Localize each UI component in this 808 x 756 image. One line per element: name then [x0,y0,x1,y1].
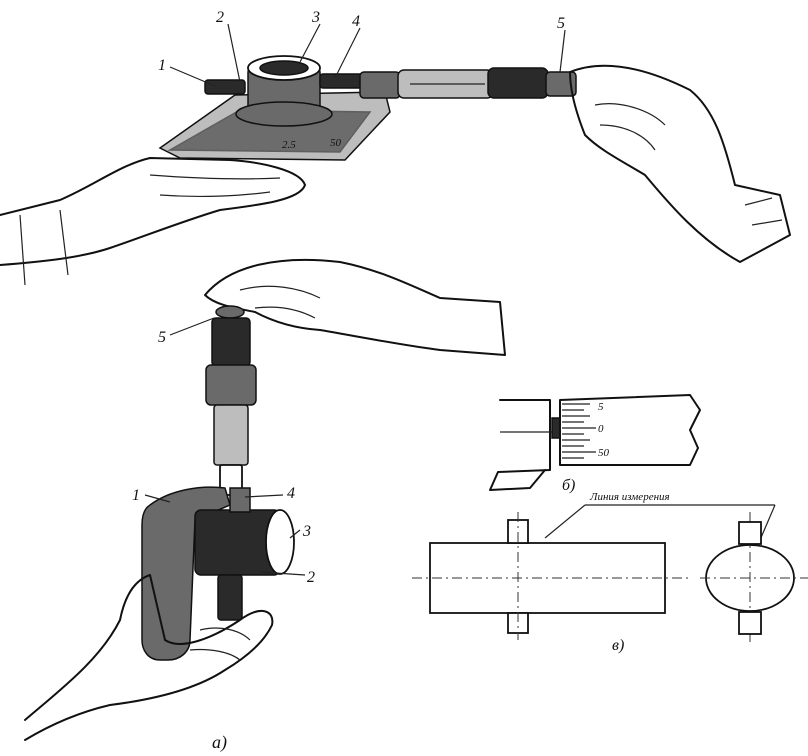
callout-1-vertical: 1 [132,487,140,504]
callout-2: 2 [216,9,224,26]
top-scale-mark: 50 [330,137,342,149]
callout-5-vertical: 5 [158,329,166,346]
scale-digit-50: 50 [598,447,610,459]
callout-3-vertical: 3 [302,523,311,540]
detail-v-measurement-line: Линия измерения в) [412,491,808,654]
thimble-outline [559,394,701,466]
lower-hand [24,574,274,741]
scale-digit-0: 0 [598,423,604,435]
end-view-cylinder [700,512,808,642]
vertical-callouts: 5 1 4 3 2 [132,317,315,586]
side-view-cylinder [412,512,690,640]
scale-digit-5: 5 [598,401,604,413]
caption-b: б) [562,477,575,494]
callout-4: 4 [352,13,360,30]
sleeve-outline [489,399,551,491]
thimble-graduations [562,403,596,459]
top-micrometer-head [359,67,577,99]
upper-hand [204,258,506,356]
callout-4-vertical: 4 [287,485,295,502]
vertical-workpiece [194,487,295,576]
measurement-line-note: Линия измерения [589,491,670,503]
top-callouts: 1 2 3 4 5 [158,9,566,87]
callout-3: 3 [311,9,320,26]
top-right-hand [569,64,791,263]
callout-1: 1 [158,57,166,74]
detail-b-scale: 5 0 50 б) [489,394,701,494]
vertical-micrometer-head [205,305,257,496]
callout-5: 5 [557,15,565,32]
caption-a: а) [212,732,227,753]
vertical-micrometer-view: 5 1 4 3 2 а) [24,258,506,753]
top-workpiece [235,55,333,127]
callout-2-vertical: 2 [307,569,315,586]
micrometer-frame [141,486,231,661]
top-scale-mark: 2.5 [282,139,296,151]
caption-v: в) [612,637,624,654]
top-micrometer-view: 2.5 50 1 2 3 4 5 [0,9,791,286]
top-left-hand [0,157,306,266]
